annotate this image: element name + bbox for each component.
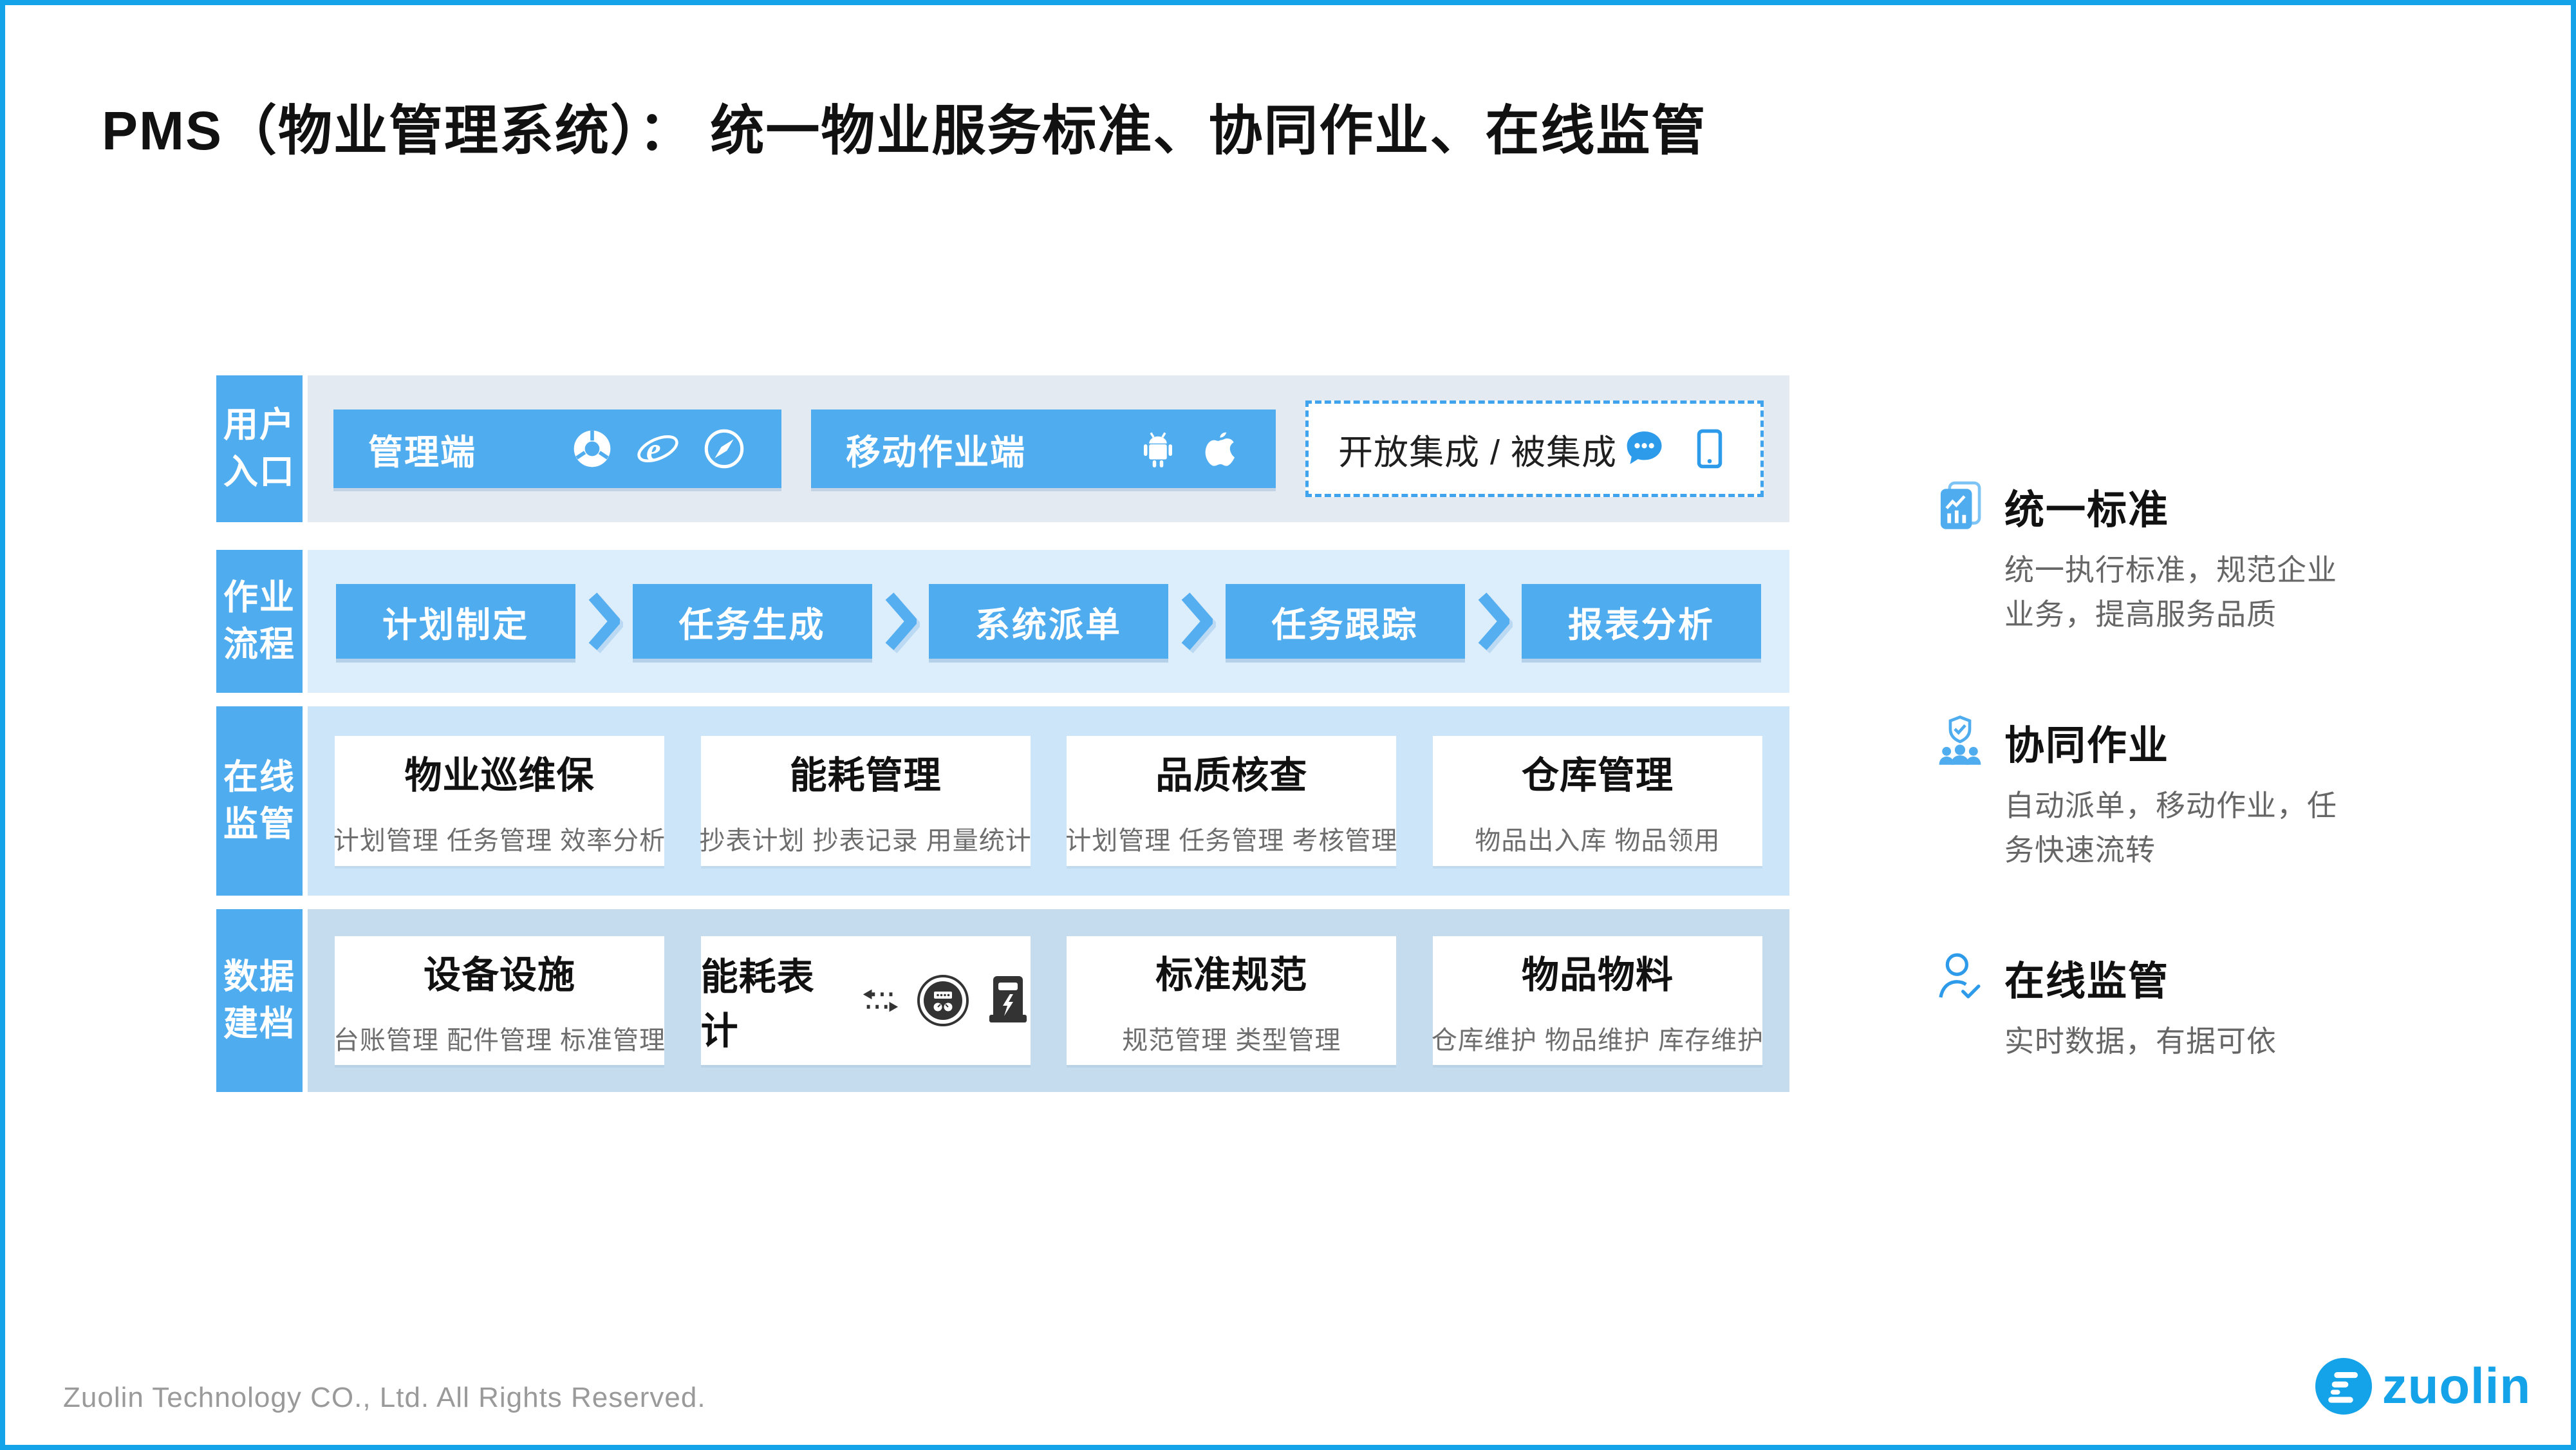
entry-admin-portal-label: 管理端: [368, 433, 476, 472]
card-title: 设备设施: [423, 954, 575, 996]
apple-icon: [1200, 428, 1241, 469]
report-chart-icon: [1936, 480, 1984, 534]
safari-icon: [702, 426, 747, 471]
flow-arrow-icon: [1477, 591, 1509, 652]
page-title: PMS（物业管理系统）： 统一物业服务标准、协同作业、在线监管: [102, 100, 1707, 161]
card-items: 规范管理 类型管理: [1122, 1026, 1341, 1055]
step-plan: 计划制定: [336, 584, 575, 659]
row-supervision: 在线监管 物业巡维保 计划管理 任务管理 效率分析 能耗管理 抄表计划 抄表记录…: [216, 706, 1789, 896]
card-title: 能耗表计: [700, 956, 815, 1052]
electric-meter-icon: [985, 975, 1031, 1026]
card-energy-management: 能耗管理 抄表计划 抄表记录 用量统计: [699, 736, 1032, 866]
row-band-data-archive: 设备设施 台账管理 配件管理 标准管理 能耗表计 标准: [308, 909, 1789, 1092]
card-title: 能耗管理: [789, 755, 942, 796]
flow-arrow-icon: [1181, 591, 1213, 652]
flow-arrow-icon: [884, 591, 917, 652]
card-items: 仓库维护 物品维护 库存维护: [1431, 1026, 1764, 1055]
sync-arrows-icon: [861, 981, 901, 1021]
chrome-icon: [570, 427, 614, 471]
android-icon: [1137, 428, 1179, 470]
card-title: 仓库管理: [1521, 755, 1674, 796]
row-data-archive: 数据建档 设备设施 台账管理 配件管理 标准管理 能耗表计: [216, 909, 1789, 1092]
card-goods-materials: 物品物料 仓库维护 物品维护 库存维护: [1431, 936, 1764, 1065]
smartphone-icon: [1688, 428, 1731, 470]
card-items: 抄表计划 抄表记录 用量统计: [699, 827, 1032, 855]
row-label-supervision: 在线监管: [216, 706, 303, 896]
step-task-track: 任务跟踪: [1225, 584, 1465, 659]
row-workflow: 作业流程 计划制定 任务生成 系统派单 任务跟踪 报表分析: [216, 550, 1789, 693]
row-user-entry: 用户入口 管理端 e: [216, 375, 1789, 522]
zuolin-logo-text: zuolin: [2382, 1357, 2531, 1414]
entry-admin-portal: 管理端 e: [333, 410, 781, 488]
card-equipment-facility: 设备设施 台账管理 配件管理 标准管理: [333, 936, 666, 1065]
card-items: 计划管理 任务管理 考核管理: [1065, 827, 1398, 855]
pms-architecture-diagram: 用户入口 管理端 e: [216, 375, 1789, 1092]
card-energy-meters: 能耗表计: [700, 936, 1031, 1065]
benefit-desc: 自动派单，移动作业，任务快速流转: [2004, 789, 2337, 867]
benefit-desc: 实时数据，有据可依: [2004, 1024, 2277, 1058]
step-task-generate: 任务生成: [632, 584, 872, 659]
ie-icon: e: [635, 426, 681, 472]
svg-text:e: e: [646, 432, 663, 468]
row-band-workflow: 计划制定 任务生成 系统派单 任务跟踪 报表分析: [308, 550, 1789, 693]
card-title: 物品物料: [1521, 954, 1674, 996]
benefit-title: 统一标准: [2004, 488, 2170, 532]
entry-mobile-portal-label: 移动作业端: [846, 433, 1026, 472]
shield-team-icon: [1936, 715, 1984, 769]
chat-bubble-icon: [1619, 424, 1668, 473]
benefit-unified-standard: 统一标准 统一执行标准，规范企业业务，提高服务品质: [1936, 477, 2366, 637]
benefit-text: 在线监管 实时数据，有据可依: [2004, 948, 2277, 1064]
row-band-supervision: 物业巡维保 计划管理 任务管理 效率分析 能耗管理 抄表计划 抄表记录 用量统计…: [308, 706, 1789, 896]
mobile-os-icons: [1137, 428, 1241, 470]
card-standards: 标准规范 规范管理 类型管理: [1067, 936, 1397, 1065]
card-title: 品质核查: [1155, 755, 1308, 796]
benefit-text: 协同作业 自动派单，移动作业，任务快速流转: [2004, 713, 2366, 872]
row-label-data-archive: 数据建档: [216, 909, 303, 1092]
card-quality-check: 品质核查 计划管理 任务管理 考核管理: [1065, 736, 1398, 866]
step-report: 报表分析: [1522, 584, 1761, 659]
benefit-desc: 统一执行标准，规范企业业务，提高服务品质: [2004, 553, 2337, 631]
browser-icons: e: [570, 426, 747, 472]
user-check-icon: [1936, 951, 1984, 1005]
card-items: 台账管理 配件管理 标准管理: [333, 1026, 666, 1055]
zuolin-logo: zuolin: [2315, 1357, 2531, 1415]
card-warehouse-management: 仓库管理 物品出入库 物品领用: [1432, 736, 1762, 866]
benefit-collaboration: 协同作业 自动派单，移动作业，任务快速流转: [1936, 713, 2366, 872]
card-title: 物业巡维保: [404, 755, 595, 796]
entry-open-integration-label: 开放集成 / 被集成: [1338, 433, 1618, 472]
benefit-text: 统一标准 统一执行标准，规范企业业务，提高服务品质: [2004, 477, 2366, 637]
card-title: 标准规范: [1155, 954, 1308, 996]
row-label-user-entry: 用户入口: [216, 375, 303, 522]
benefit-online-supervision: 在线监管 实时数据，有据可依: [1936, 948, 2366, 1064]
row-label-workflow: 作业流程: [216, 550, 303, 693]
flow-arrow-icon: [588, 591, 621, 652]
step-dispatch: 系统派单: [929, 584, 1168, 659]
card-items: 计划管理 任务管理 效率分析: [333, 827, 666, 855]
entry-mobile-portal: 移动作业端: [811, 410, 1276, 488]
benefits-panel: 统一标准 统一执行标准，规范企业业务，提高服务品质 协同作业 自动派单，移动作业…: [1936, 477, 2366, 1064]
entry-open-integration: 开放集成 / 被集成: [1305, 400, 1764, 497]
card-property-inspection: 物业巡维保 计划管理 任务管理 效率分析: [333, 736, 666, 866]
benefit-title: 在线监管: [2004, 959, 2170, 1004]
card-items: 物品出入库 物品领用: [1475, 827, 1721, 855]
zuolin-logo-icon: [2315, 1357, 2372, 1415]
benefit-title: 协同作业: [2004, 724, 2170, 768]
row-band-user-entry: 管理端 e 移动作业端: [308, 375, 1789, 522]
copyright-text: Zuolin Technology CO., Ltd. All Rights R…: [63, 1382, 706, 1413]
water-meter-icon: [916, 974, 970, 1028]
integration-icons: [1619, 424, 1731, 473]
